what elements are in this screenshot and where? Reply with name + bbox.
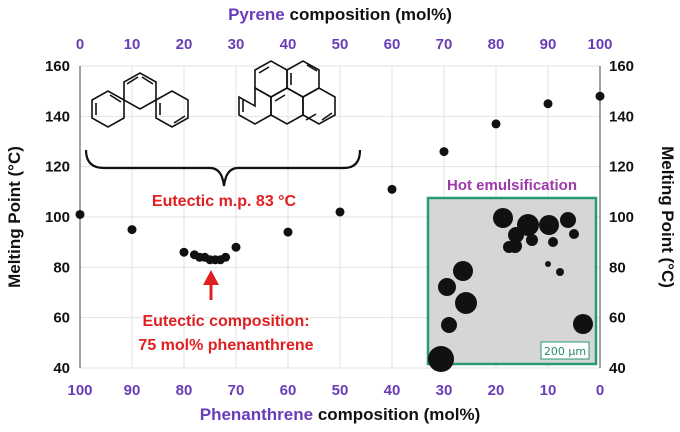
top-tick-label: 30	[228, 36, 245, 53]
top-tick-label: 100	[587, 36, 612, 53]
right-tick-label: 140	[609, 108, 634, 125]
data-point	[231, 242, 241, 252]
top-tick-label: 80	[488, 36, 505, 53]
right-tick-label: 100	[609, 209, 634, 226]
bottom-axis-title-prefix: Phenanthrene	[200, 405, 313, 424]
top-tick-label: 0	[76, 36, 84, 53]
left-tick-label: 100	[45, 209, 70, 226]
data-point	[127, 225, 137, 235]
bottom-tick-label: 20	[488, 382, 505, 399]
right-tick-label: 60	[609, 310, 626, 327]
left-tick-label: 140	[45, 108, 70, 125]
data-point	[491, 119, 501, 129]
eutectic-composition-label-line1: Eutectic composition:	[142, 313, 309, 330]
bottom-tick-label: 50	[332, 382, 349, 399]
y-right-axis-title: Melting Point (°C)	[658, 146, 677, 288]
top-axis-title: Pyrene composition (mol%)	[228, 5, 452, 24]
bottom-axis-title-suffix: composition (mol%)	[313, 405, 480, 424]
right-tick-label: 120	[609, 159, 634, 176]
data-point	[335, 207, 345, 217]
left-tick-label: 60	[53, 310, 70, 327]
left-tick-labels: 40 60 80 100 120 140 160	[45, 58, 70, 377]
left-tick-label: 120	[45, 159, 70, 176]
top-tick-label: 40	[280, 36, 297, 53]
top-tick-label: 60	[384, 36, 401, 53]
bottom-tick-label: 0	[596, 382, 604, 399]
bottom-tick-label: 70	[228, 382, 245, 399]
data-point	[595, 91, 605, 101]
bottom-axis-title: Phenanthrene composition (mol%)	[200, 405, 481, 424]
left-tick-label: 40	[53, 360, 70, 377]
top-axis-title-prefix: Pyrene	[228, 5, 285, 24]
scale-bar-box	[540, 341, 590, 360]
data-point	[221, 252, 231, 262]
top-tick-label: 70	[436, 36, 453, 53]
bottom-tick-label: 40	[384, 382, 401, 399]
eutectic-composition-label-line2: 75 mol% phenanthrene	[138, 337, 313, 354]
inset-micrograph: 200 µm	[426, 196, 598, 372]
data-point	[283, 227, 293, 237]
data-point	[179, 247, 189, 257]
data-point	[75, 209, 85, 219]
bottom-tick-label: 30	[436, 382, 453, 399]
scale-bar-label: 200 µm	[544, 345, 586, 358]
phenanthrene-structure-icon	[91, 72, 189, 128]
bottom-tick-label: 60	[280, 382, 297, 399]
right-tick-label: 40	[609, 360, 626, 377]
data-points	[75, 91, 605, 265]
left-tick-label: 80	[53, 259, 70, 276]
eutectic-arrow	[203, 270, 219, 300]
right-tick-labels: 40 60 80 100 120 140 160	[609, 58, 634, 377]
top-axis-title-suffix: composition (mol%)	[285, 5, 452, 24]
inset-title: Hot emulsification	[447, 177, 577, 194]
pyrene-structure-icon	[238, 60, 336, 125]
data-point	[543, 99, 553, 109]
eutectic-mp-label: Eutectic m.p. 83 °C	[152, 193, 297, 210]
bottom-tick-label: 10	[540, 382, 557, 399]
right-tick-label: 80	[609, 259, 626, 276]
curly-brace	[84, 149, 362, 187]
top-tick-labels: 0 10 20 30 40 50 60 70 80 90 100	[76, 36, 613, 53]
y-left-axis-title: Melting Point (°C)	[5, 146, 24, 288]
top-tick-label: 90	[540, 36, 557, 53]
top-tick-label: 50	[332, 36, 349, 53]
top-tick-label: 20	[176, 36, 193, 53]
bottom-tick-label: 80	[176, 382, 193, 399]
data-point	[439, 147, 449, 157]
right-tick-label: 160	[609, 58, 634, 75]
data-point	[387, 184, 397, 194]
bottom-tick-label: 90	[124, 382, 141, 399]
bottom-tick-label: 100	[67, 382, 92, 399]
top-tick-label: 10	[124, 36, 141, 53]
left-tick-label: 160	[45, 58, 70, 75]
